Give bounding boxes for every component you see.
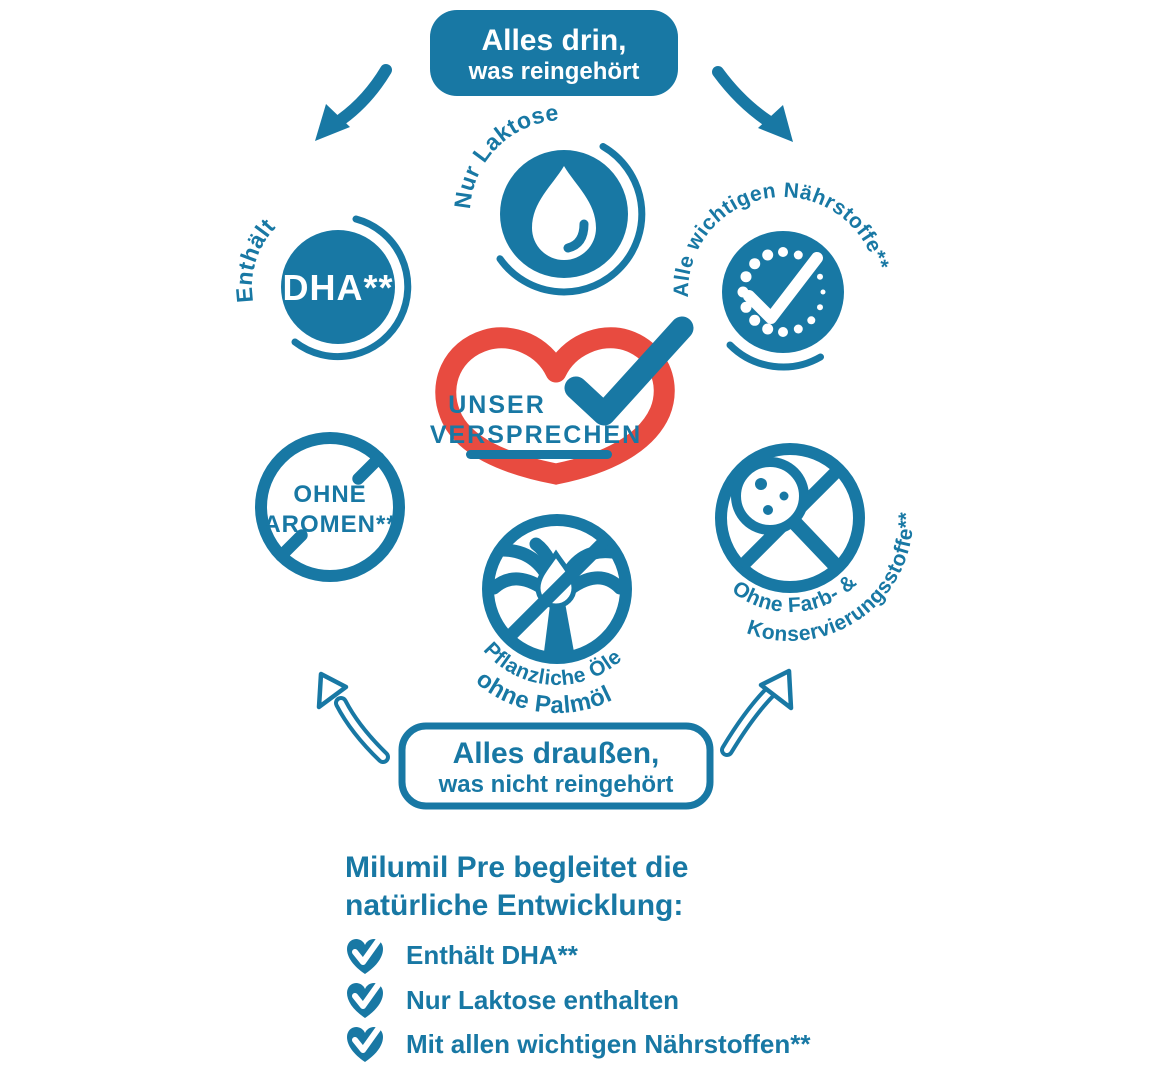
- badge-aromen-line1: OHNE: [293, 481, 366, 508]
- milk-drop-icon: [532, 166, 596, 260]
- badge-aromen: OHNE AROMEN**: [255, 432, 405, 582]
- heart-check-icon: [347, 1027, 383, 1062]
- promise-heart-logo: UNSER VERSPRECHEN: [430, 316, 694, 485]
- top-banner-shape: [430, 10, 678, 96]
- promise-line2: VERSPRECHEN: [430, 421, 642, 449]
- bullet-row: Nur Laktose enthalten: [347, 983, 679, 1018]
- palm-tree-crossed-icon: [487, 537, 627, 652]
- top-banner-line2: was reingehört: [468, 58, 640, 85]
- bottom-banner-line2: was nicht reingehört: [438, 771, 674, 798]
- bottom-banner: Alles draußen, was nicht reingehört: [398, 722, 714, 810]
- badge-farbstoffe: Ohne Farb- & Konservierungsstoffe**: [715, 443, 918, 646]
- heart-check-icon: [347, 939, 383, 974]
- bottom-banner-line1: Alles draußen,: [453, 737, 660, 770]
- badge-dha-ring: [291, 215, 412, 361]
- arrow-top-left-icon: [315, 64, 392, 141]
- arrow-bottom-right-icon: [720, 668, 794, 757]
- promise-line1: UNSER: [448, 391, 546, 419]
- no-slash-icon: [275, 452, 385, 562]
- bullet-label-2: Nur Laktose enthalten: [406, 985, 679, 1015]
- top-banner-line1: Alles drin,: [481, 24, 626, 57]
- badge-laktose-ring: [496, 143, 646, 296]
- promise-underline: [466, 450, 612, 459]
- badge-laktose: Nur Laktose: [449, 99, 646, 296]
- magnifier-crossed-icon: [731, 457, 844, 574]
- badge-naehrstoffe-ring: [726, 341, 824, 371]
- svg-text:Enthält: Enthält: [231, 213, 280, 304]
- footer-heading-line1: Milumil Pre begleitet die: [345, 851, 688, 884]
- footer-heading-line2: natürliche Entwicklung:: [345, 889, 683, 922]
- heart-check-icon: [347, 983, 383, 1018]
- footer-section: Milumil Pre begleitet die natürliche Ent…: [345, 851, 811, 1062]
- bullet-label-1: Enthält DHA**: [406, 940, 579, 970]
- bullet-row: Mit allen wichtigen Nährstoffen**: [347, 1027, 811, 1062]
- arrow-top-right-icon: [712, 66, 793, 142]
- badge-naehrstoffe: Alle wichtigen Nährstoffe**: [670, 179, 893, 371]
- badge-palmoel: Pflanzliche Öle ohne Palmöl: [471, 514, 632, 719]
- badge-dha-label: Enthält: [231, 213, 280, 304]
- badge-aromen-line2: AROMEN**: [263, 511, 396, 538]
- badge-dha: DHA** Enthält: [231, 213, 412, 361]
- bullet-row: Enthält DHA**: [347, 939, 579, 974]
- bottom-banner-shape: [398, 722, 714, 810]
- top-banner: Alles drin, was reingehört: [430, 10, 678, 96]
- heart-outline-icon: [435, 327, 675, 485]
- badge-dha-center-label: DHA**: [282, 267, 393, 308]
- arrow-bottom-left-icon: [316, 671, 390, 764]
- check-icon: [564, 316, 694, 426]
- badge-dha-disc: [281, 230, 395, 344]
- bullet-label-3: Mit allen wichtigen Nährstoffen**: [406, 1029, 811, 1059]
- dotted-circle-check-icon: [737, 247, 826, 337]
